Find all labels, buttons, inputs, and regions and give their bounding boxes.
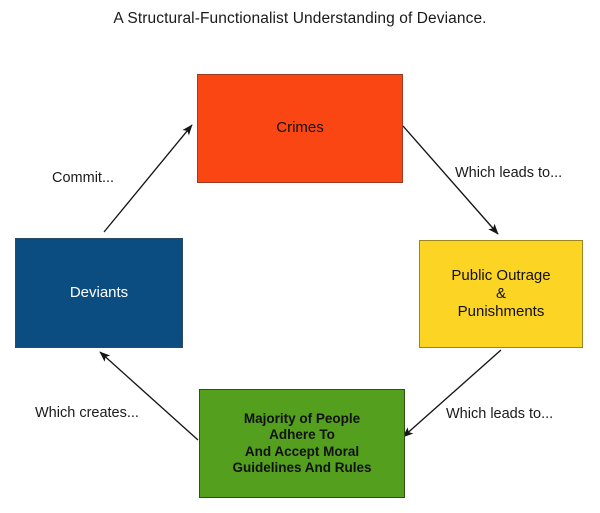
edge-deviants-to-crimes: [103, 124, 193, 233]
node-majority-of-people-label: Majority of People Adhere To And Accept …: [232, 410, 372, 475]
node-crimes[interactable]: Crimes: [197, 74, 403, 183]
edge-label-outrage-to-majority: Which leads to...: [446, 406, 554, 422]
node-public-outrage-punishments-label: Public Outrage & Punishments: [451, 266, 551, 321]
edge-label-commit: Commit...: [52, 170, 115, 186]
edge-crimes-to-outrage: [402, 125, 499, 235]
node-deviants[interactable]: Deviants: [15, 238, 183, 348]
edge-majority-to-deviants: [99, 351, 199, 441]
diagram-title: A Structural-Functionalist Understanding…: [113, 10, 487, 27]
node-public-outrage-punishments[interactable]: Public Outrage & Punishments: [419, 240, 583, 348]
edge-label-majority-to-deviants: Which creates...: [35, 405, 139, 421]
node-majority-of-people[interactable]: Majority of People Adhere To And Accept …: [199, 389, 405, 498]
node-deviants-label: Deviants: [69, 283, 129, 301]
edge-outrage-to-majority: [402, 349, 502, 438]
edge-label-crimes-to-outrage: Which leads to...: [455, 165, 563, 181]
node-crimes-label: Crimes: [276, 119, 324, 137]
